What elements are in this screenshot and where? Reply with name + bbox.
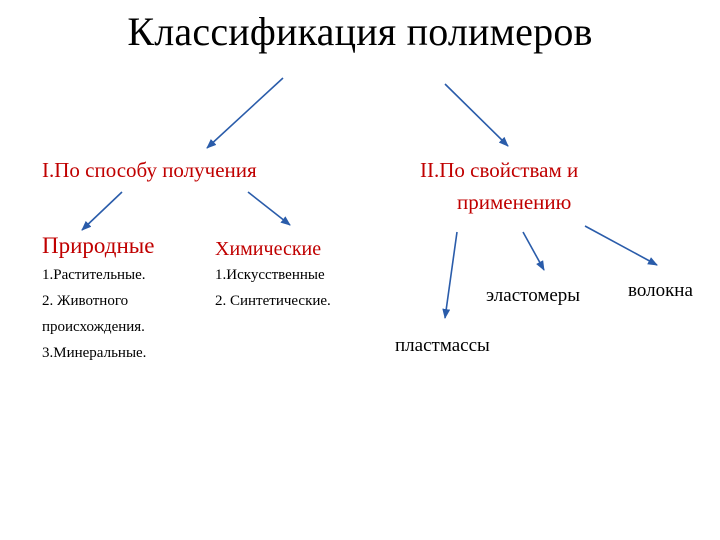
arrow-properties-to-fibers <box>584 225 658 266</box>
natural-item: 3.Минеральные. <box>42 345 147 361</box>
leaf-plastics: пластмассы <box>395 335 490 356</box>
natural-heading: Природные <box>42 233 155 258</box>
arrow-properties-to-plastics <box>442 231 458 319</box>
arrow-production-to-natural <box>81 191 123 231</box>
chemical-item: 1.Искусственные <box>215 267 325 283</box>
arrow-production-to-chemical <box>247 191 291 226</box>
arrow-properties-to-elastomers <box>522 231 545 271</box>
branch-properties-label-line1: II.По свойствам и <box>420 158 579 182</box>
chemical-list: 1.Искусственные 2. Синтетические. <box>215 262 331 314</box>
chemical-heading: Химические <box>215 238 322 260</box>
natural-item: происхождения. <box>42 319 145 335</box>
chemical-item: 2. Синтетические. <box>215 293 331 309</box>
leaf-fibers: волокна <box>628 280 693 301</box>
arrow-title-to-properties <box>444 83 509 147</box>
leaf-elastomers: эластомеры <box>486 285 581 306</box>
natural-item: 1.Растительные. <box>42 267 146 283</box>
diagram-title: Классификация полимеров <box>127 9 593 54</box>
natural-list: 1.Растительные. 2. Животного происхожден… <box>42 262 146 366</box>
branch-production-label: I.По способу получения <box>42 158 257 182</box>
natural-item: 2. Животного <box>42 293 129 309</box>
arrow-title-to-production <box>206 77 284 149</box>
branch-properties-label-line2: применению <box>457 190 572 214</box>
